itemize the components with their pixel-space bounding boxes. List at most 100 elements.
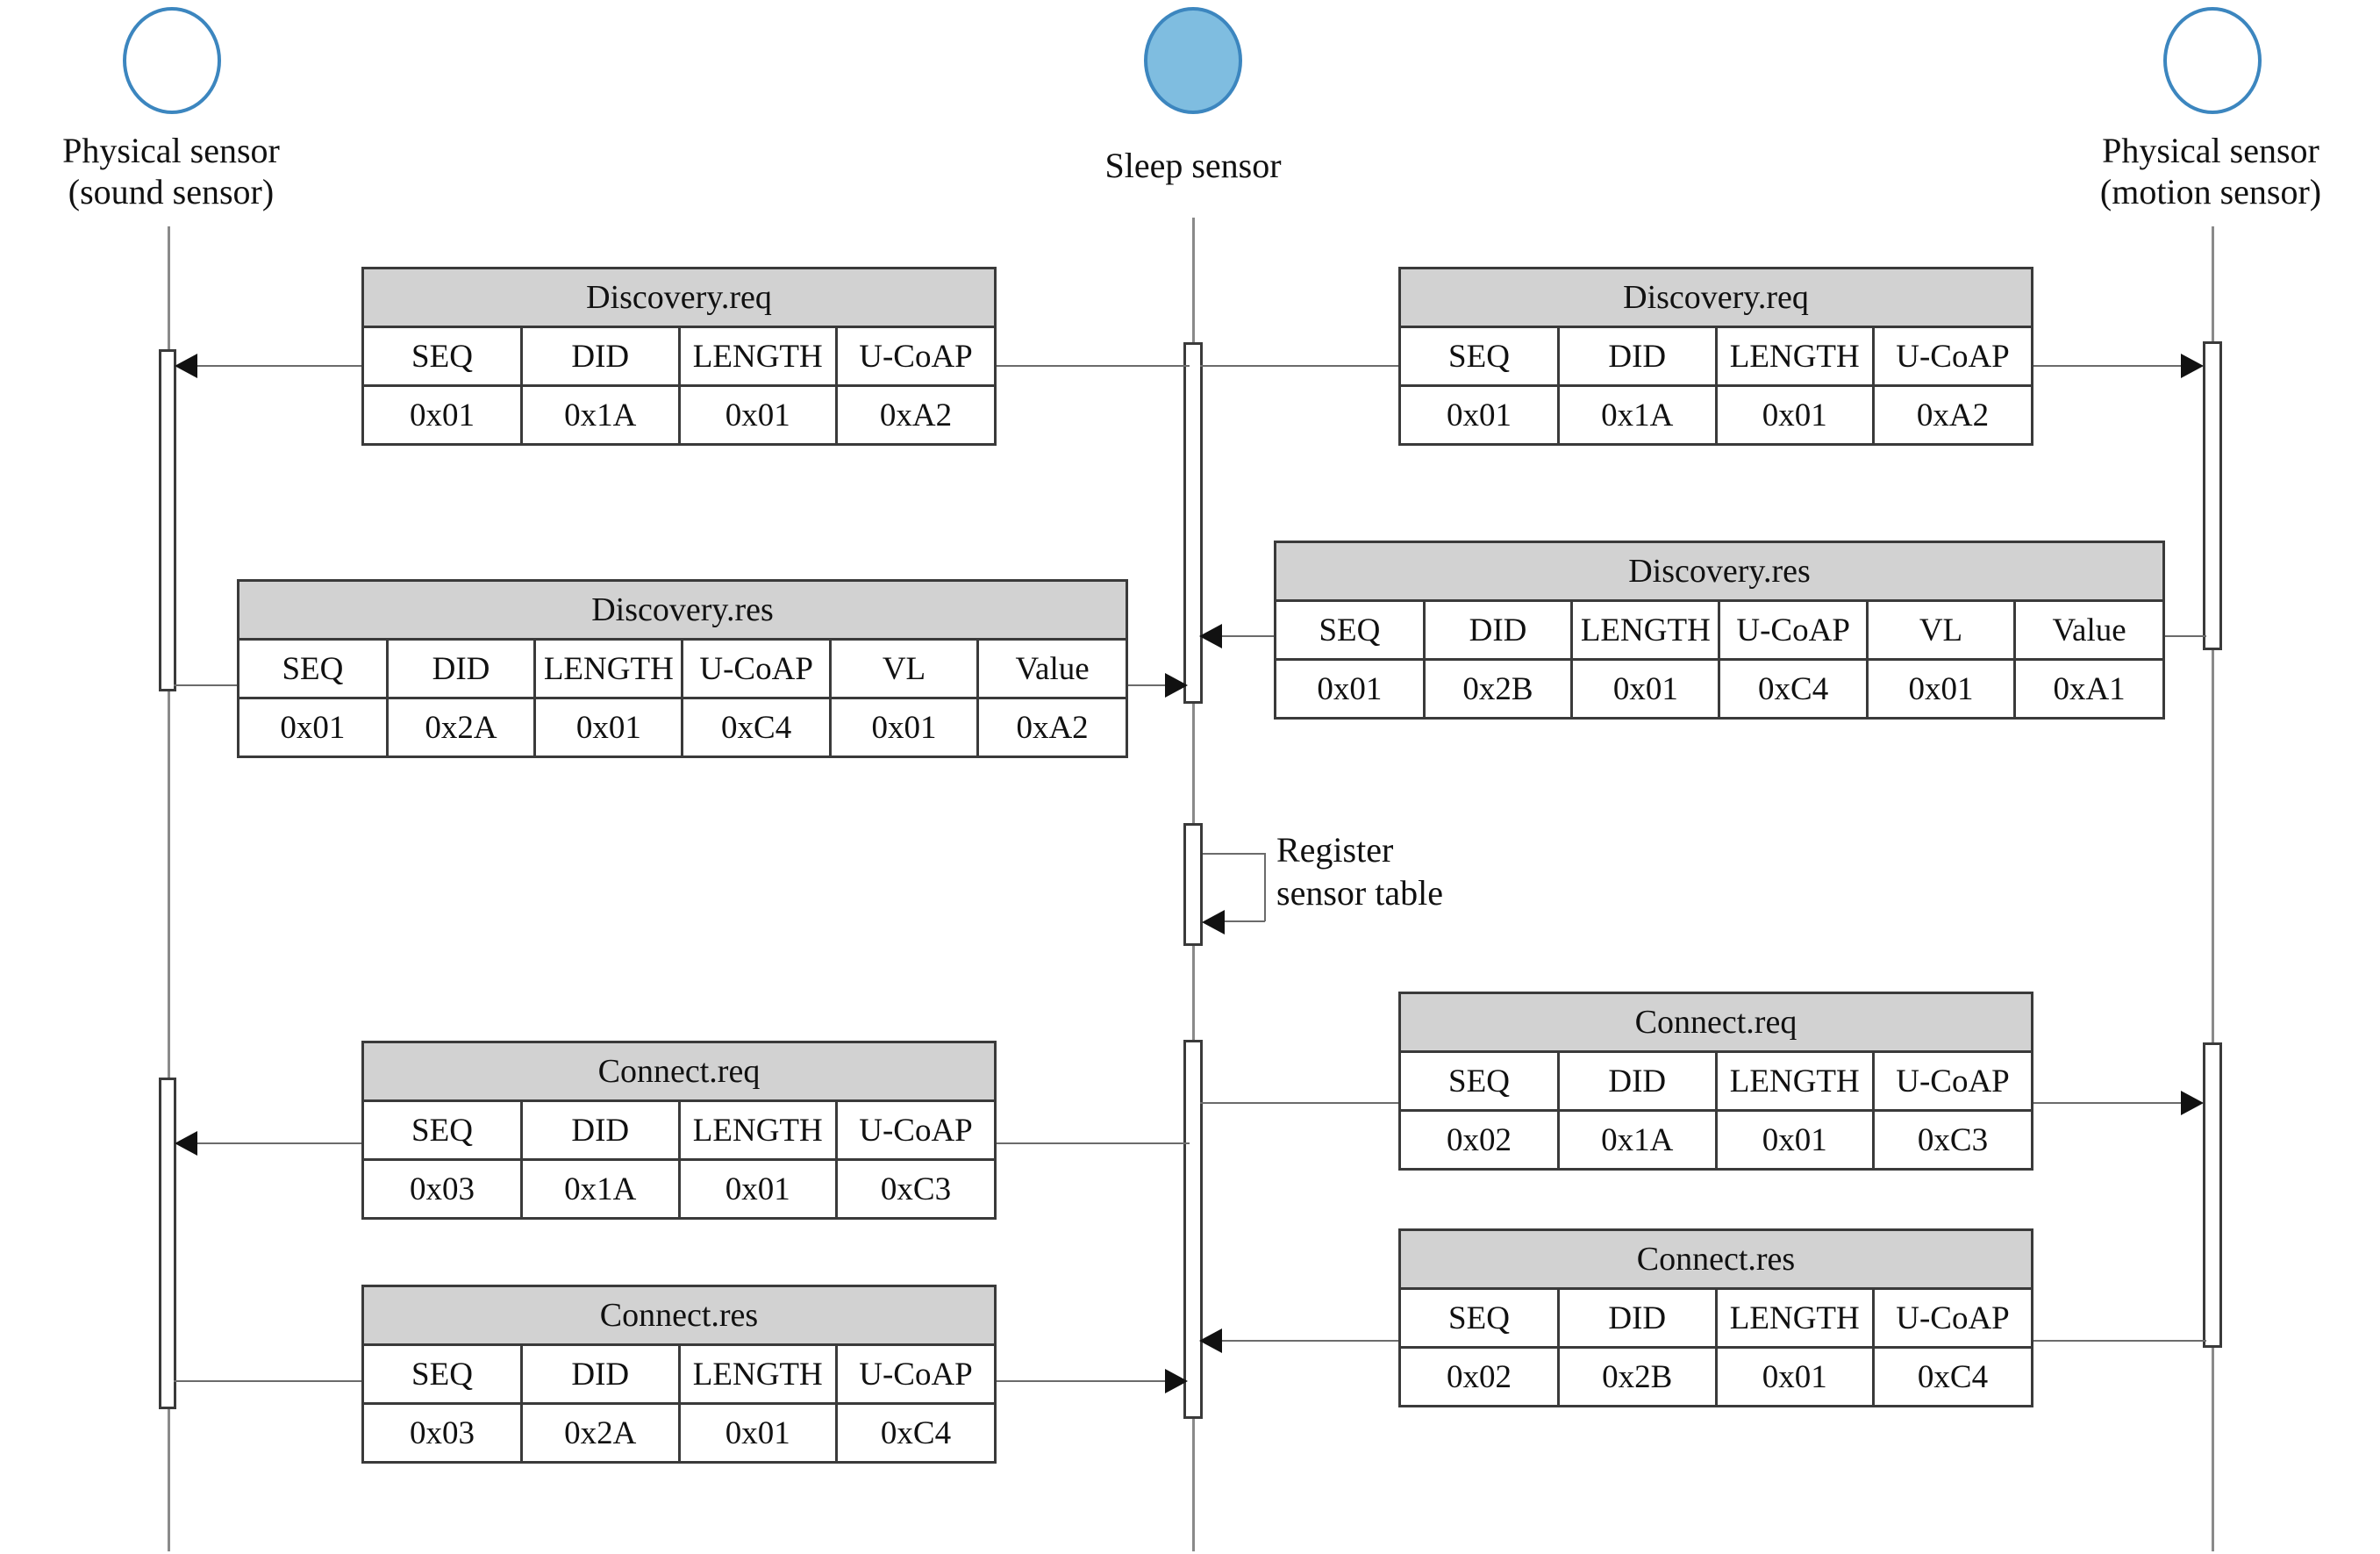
- packet-value-cell: 0xC4: [682, 698, 832, 756]
- packet-value-cell: 0x02: [1401, 1110, 1560, 1168]
- packet-value-cell: 0xC3: [836, 1159, 994, 1217]
- actor-circle-sound-sensor: [123, 7, 221, 114]
- packet-header-cell: DID: [1558, 326, 1718, 387]
- self-message-label: Register sensor table: [1276, 830, 1443, 913]
- packet-value-row: 0x01 0x1A 0x01 0xA2: [364, 385, 994, 443]
- packet-value-cell: 0x1A: [1558, 385, 1718, 443]
- packet-header-row: SEQ DID LENGTH U-CoAP: [364, 326, 994, 387]
- actor-circle-motion-sensor: [2163, 7, 2262, 114]
- packet-value-cell: 0x01: [1401, 385, 1560, 443]
- packet-header-cell: U-CoAP: [682, 639, 832, 699]
- packet-header-row: SEQ DID LENGTH U-CoAP VL Value: [1276, 600, 2162, 661]
- packet-connect-req-left: Connect.req SEQ DID LENGTH U-CoAP 0x03 0…: [361, 1041, 997, 1220]
- packet-value-cell: 0x01: [364, 385, 523, 443]
- packet-header-cell: SEQ: [1401, 1051, 1560, 1112]
- activation-sleep-lower: [1183, 1040, 1203, 1419]
- packet-header-cell: DID: [1558, 1051, 1718, 1112]
- lifeline-motion-sensor: [2212, 226, 2214, 1551]
- packet-header-row: SEQ DID LENGTH U-CoAP: [1401, 1051, 2031, 1112]
- packet-header-cell: DID: [1558, 1288, 1718, 1349]
- lifeline-sound-sensor: [168, 226, 170, 1551]
- packet-header-cell: LENGTH: [1716, 1051, 1875, 1112]
- packet-connect-res-right: Connect.res SEQ DID LENGTH U-CoAP 0x02 0…: [1398, 1228, 2033, 1407]
- packet-value-row: 0x01 0x1A 0x01 0xA2: [1401, 385, 2031, 443]
- packet-header-row: SEQ DID LENGTH U-CoAP: [364, 1100, 994, 1161]
- packet-header-cell: Value: [2014, 600, 2162, 661]
- activation-motion-upper: [2203, 341, 2222, 650]
- packet-title: Connect.req: [364, 1043, 994, 1102]
- activation-sleep-upper: [1183, 342, 1203, 704]
- actor-circle-sleep-sensor: [1144, 7, 1242, 114]
- packet-value-cell: 0x01: [679, 385, 838, 443]
- packet-value-cell: 0xA2: [977, 698, 1126, 756]
- message-arrow-connect-res-left: [1165, 1369, 1188, 1393]
- packet-value-cell: 0x01: [1571, 659, 1721, 717]
- packet-value-cell: 0x1A: [521, 1159, 681, 1217]
- packet-value-cell: 0x1A: [521, 385, 681, 443]
- packet-header-row: SEQ DID LENGTH U-CoAP: [1401, 326, 2031, 387]
- packet-value-cell: 0xC3: [1873, 1110, 2031, 1168]
- packet-value-cell: 0x01: [239, 698, 389, 756]
- packet-value-cell: 0xA2: [836, 385, 994, 443]
- actor-label-sound-sensor: Physical sensor (sound sensor): [62, 131, 280, 212]
- packet-value-cell: 0x2B: [1558, 1347, 1718, 1405]
- message-arrow-discovery-res-right: [1199, 624, 1222, 648]
- packet-header-cell: DID: [521, 326, 681, 387]
- packet-value-cell: 0xA2: [1873, 385, 2031, 443]
- activation-sound-lower: [159, 1078, 176, 1409]
- packet-header-cell: LENGTH: [534, 639, 684, 699]
- packet-value-cell: 0xC4: [836, 1403, 994, 1461]
- packet-header-cell: DID: [521, 1344, 681, 1405]
- packet-value-cell: 0x01: [1867, 659, 2017, 717]
- packet-value-cell: 0x02: [1401, 1347, 1560, 1405]
- packet-header-cell: SEQ: [364, 326, 523, 387]
- packet-value-cell: 0x2A: [521, 1403, 681, 1461]
- packet-value-row: 0x02 0x2B 0x01 0xC4: [1401, 1347, 2031, 1405]
- packet-header-cell: SEQ: [1401, 326, 1560, 387]
- packet-value-cell: 0x01: [1716, 385, 1875, 443]
- packet-title: Connect.req: [1401, 994, 2031, 1053]
- self-message-bottom-segment: [1211, 920, 1265, 922]
- actor-label-motion-sensor: Physical sensor (motion sensor): [2099, 131, 2322, 212]
- packet-header-cell: LENGTH: [1716, 1288, 1875, 1349]
- message-arrow-discovery-req-right: [2181, 354, 2204, 378]
- packet-value-cell: 0x01: [679, 1403, 838, 1461]
- self-message-top-segment: [1203, 853, 1266, 855]
- packet-connect-res-left: Connect.res SEQ DID LENGTH U-CoAP 0x03 0…: [361, 1285, 997, 1464]
- packet-header-row: SEQ DID LENGTH U-CoAP: [1401, 1288, 2031, 1349]
- packet-header-cell: U-CoAP: [1719, 600, 1869, 661]
- packet-header-cell: SEQ: [1401, 1288, 1560, 1349]
- self-message-right-segment: [1264, 853, 1266, 921]
- packet-header-cell: LENGTH: [679, 1344, 838, 1405]
- actor-label-sleep-sensor: Sleep sensor: [1104, 146, 1282, 185]
- packet-title: Connect.res: [364, 1287, 994, 1346]
- packet-value-cell: 0x01: [1716, 1110, 1875, 1168]
- packet-header-cell: DID: [387, 639, 537, 699]
- packet-value-cell: 0xC4: [1719, 659, 1869, 717]
- packet-header-cell: U-CoAP: [1873, 1288, 2031, 1349]
- packet-header-cell: VL: [1867, 600, 2017, 661]
- packet-header-cell: Value: [977, 639, 1126, 699]
- packet-header-row: SEQ DID LENGTH U-CoAP: [364, 1344, 994, 1405]
- packet-value-cell: 0x01: [679, 1159, 838, 1217]
- packet-value-cell: 0x01: [830, 698, 980, 756]
- packet-value-cell: 0x2B: [1424, 659, 1574, 717]
- packet-title: Discovery.req: [364, 269, 994, 328]
- packet-discovery-res-right: Discovery.res SEQ DID LENGTH U-CoAP VL V…: [1274, 541, 2165, 720]
- message-arrow-discovery-req-left: [175, 354, 197, 378]
- activation-motion-lower: [2203, 1042, 2222, 1348]
- packet-title: Discovery.res: [239, 582, 1126, 641]
- message-arrow-connect-req-right: [2181, 1091, 2204, 1115]
- message-arrow-connect-req-left: [175, 1131, 197, 1156]
- packet-header-cell: DID: [521, 1100, 681, 1161]
- packet-header-cell: U-CoAP: [1873, 1051, 2031, 1112]
- packet-value-row: 0x01 0x2B 0x01 0xC4 0x01 0xA1: [1276, 659, 2162, 717]
- packet-discovery-req-right: Discovery.req SEQ DID LENGTH U-CoAP 0x01…: [1398, 267, 2033, 446]
- packet-header-cell: SEQ: [364, 1344, 523, 1405]
- activation-sound-upper: [159, 349, 176, 691]
- packet-value-row: 0x03 0x1A 0x01 0xC3: [364, 1159, 994, 1217]
- packet-value-cell: 0xA1: [2014, 659, 2162, 717]
- packet-header-cell: DID: [1424, 600, 1574, 661]
- packet-header-cell: SEQ: [239, 639, 389, 699]
